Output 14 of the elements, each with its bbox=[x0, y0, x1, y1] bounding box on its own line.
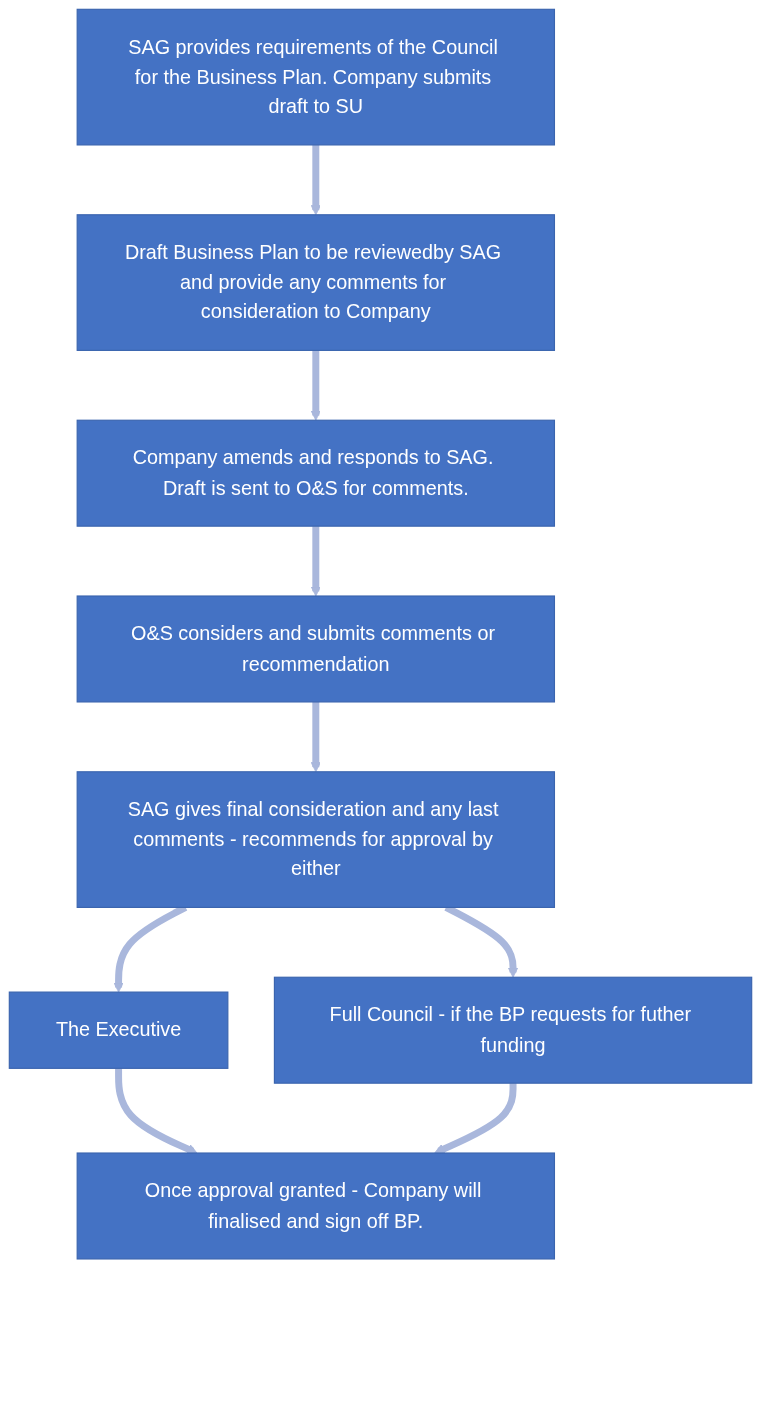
arrow bbox=[310, 701, 321, 773]
arrow bbox=[310, 526, 321, 597]
node-box: Once approval granted - Company will finalised and sign off BP. bbox=[76, 1152, 556, 1260]
node-box: Company amends and responds to SAG. Draft is sent to O&S for comments. bbox=[76, 419, 556, 527]
arrow bbox=[434, 1083, 517, 1155]
arrow bbox=[310, 144, 321, 216]
node-box: Draft Business Plan to be reviewedby SAG and provide any comments for consideration to Company bbox=[76, 214, 556, 351]
node-box: O&S considers and submits comments or recommendation bbox=[76, 595, 556, 703]
node-box: Full Council - if the BP requests for futher funding bbox=[273, 976, 753, 1084]
arrow bbox=[115, 1068, 198, 1155]
node-box: SAG gives final consideration and any last comments - recommends for approval by either bbox=[76, 771, 556, 908]
node-box: SAG provides requirements of the Council for the Business Plan. Company submits draft to SU bbox=[76, 8, 556, 146]
node-box: The Executive bbox=[8, 991, 229, 1069]
arrow bbox=[310, 350, 321, 421]
